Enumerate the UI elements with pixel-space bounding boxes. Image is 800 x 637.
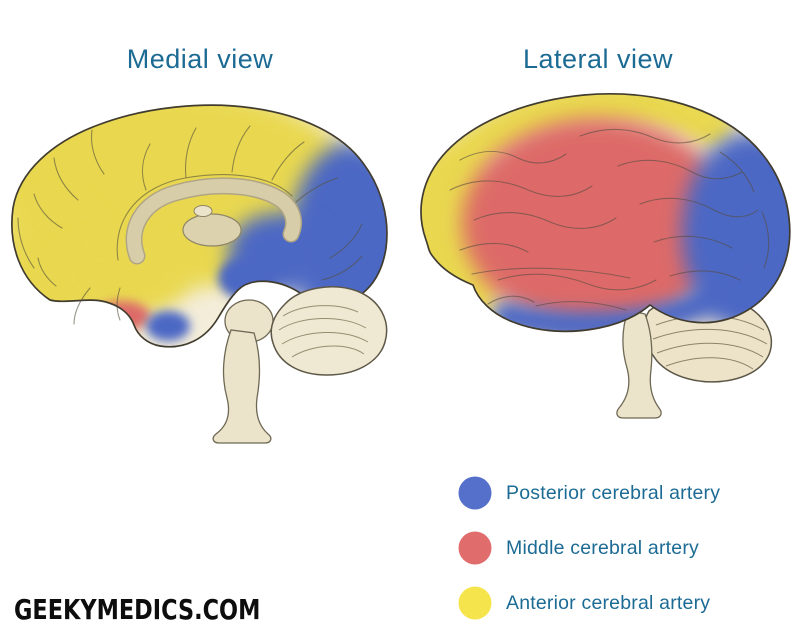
middle-territory-temporal-medial — [94, 301, 150, 331]
brainstem-medial — [212, 329, 272, 444]
geekymedics-logo: GEEKYMEDICS.COM — [14, 593, 261, 626]
legend-item-middle-cerebral-artery: Middle cerebral artery — [458, 531, 720, 565]
anterior-territory-medial-lower — [50, 238, 190, 318]
middle-artery-swatch-icon — [458, 531, 492, 565]
legend-label-middle: Middle cerebral artery — [506, 536, 699, 559]
posterior-artery-swatch-icon — [458, 476, 492, 510]
ventricle-oval — [193, 205, 213, 217]
middle-territory-lateral — [462, 118, 732, 328]
medial-brain-illustration — [11, 104, 388, 444]
posterior-territory-temporal-medial — [146, 311, 190, 341]
lateral-brain-illustration — [420, 92, 791, 419]
lateral-view-title: Lateral view — [522, 44, 674, 74]
brainstem-lateral — [616, 309, 662, 419]
lateral-sulci-lines — [449, 128, 770, 311]
cerebellum-medial — [270, 286, 388, 376]
medial-sulci-lines — [17, 125, 363, 325]
medial-view-title: Medial view — [126, 44, 274, 74]
posterior-territory-midbrain — [218, 256, 278, 300]
corpus-callosum — [125, 177, 302, 265]
artery-legend: Posterior cerebral artery Middle cerebra… — [458, 476, 720, 637]
anterior-artery-swatch-icon — [458, 586, 492, 620]
lateral-cerebrum-outline — [420, 92, 791, 333]
legend-item-posterior-cerebral-artery: Posterior cerebral artery — [458, 476, 720, 510]
thalamus — [182, 213, 242, 247]
legend-label-anterior: Anterior cerebral artery — [506, 591, 711, 614]
legend-item-anterior-cerebral-artery: Anterior cerebral artery — [458, 586, 720, 620]
anterior-territory-top-rim — [421, 93, 733, 234]
legend-label-posterior: Posterior cerebral artery — [506, 481, 721, 504]
cerebellum-medial-folia — [278, 305, 369, 358]
